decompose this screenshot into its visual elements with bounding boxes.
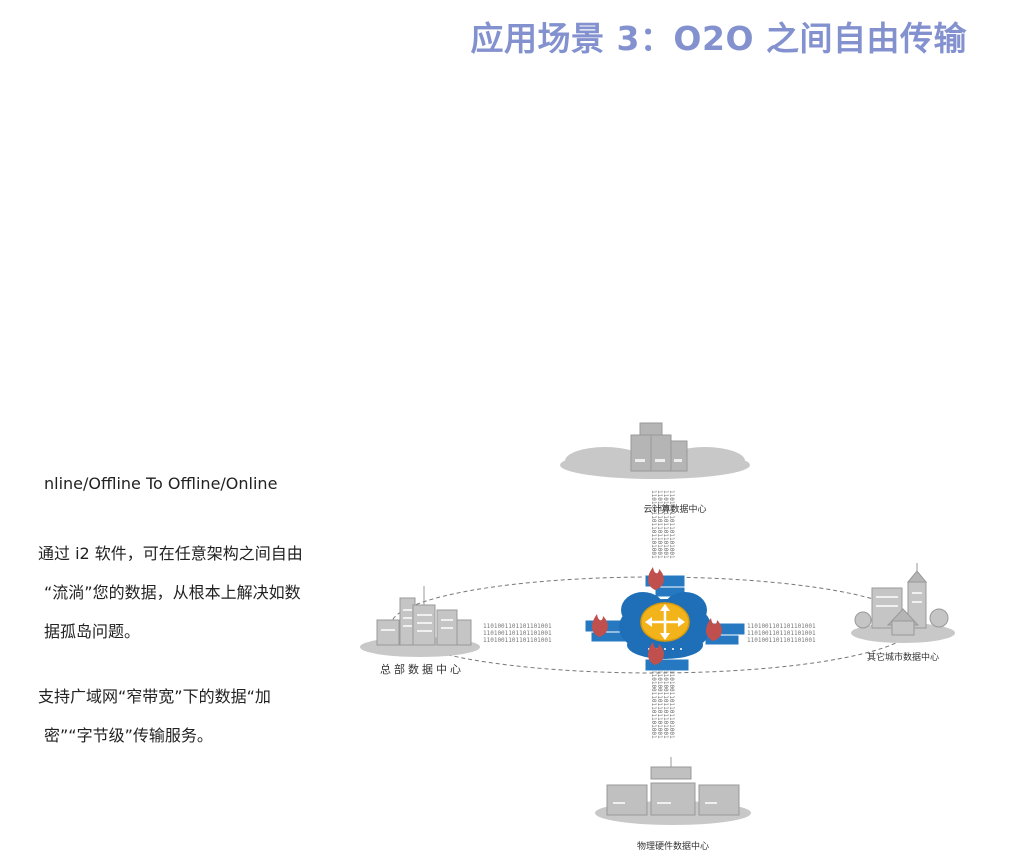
cloud-datacenter-label: 云计算数据中心 <box>643 503 706 515</box>
binary-stream-left: 1101001101101101001 1101001101101101001 … <box>483 623 552 644</box>
hardware-datacenter-node: 物理硬件数据中心 <box>595 757 751 852</box>
router-icon <box>640 602 690 642</box>
svg-text:1101001101101101001: 1101001101101101001 <box>668 490 675 559</box>
paragraph-2-line-2: 密”“字节级”传输服务。 <box>44 726 213 745</box>
svg-text:1101001101101101001: 1101001101101101001 <box>747 623 816 630</box>
cloud-datacenter-node: 云计算数据中心 <box>560 422 750 515</box>
fire-icon <box>592 567 722 665</box>
subtitle-line: nline/Offline To Offline/Online <box>44 474 278 493</box>
svg-text:1101001101101101001: 1101001101101101001 <box>483 630 552 637</box>
town-icon <box>854 563 949 636</box>
city-datacenter-node: 其它城市数据中心 <box>851 563 955 663</box>
hardware-datacenter-label: 物理硬件数据中心 <box>637 840 709 852</box>
network-diagram: 1101001101101101001 1101001101101101001 … <box>360 422 955 852</box>
city-datacenter-label: 其它城市数据中心 <box>867 651 939 663</box>
svg-text:1101001101101101001: 1101001101101101001 <box>662 670 669 739</box>
server-rack-icon <box>630 422 688 472</box>
paragraph-1-line-2: “流淌”您的数据，从根本上解决如数 <box>44 583 301 602</box>
binary-stream-bottom: 1101001101101101001 1101001101101101001 … <box>650 670 675 739</box>
paragraph-2-line-1: 支持广域网“窄带宽”下的数据“加 <box>38 687 271 706</box>
building-icon <box>376 586 472 646</box>
svg-text:1101001101101101001: 1101001101101101001 <box>650 670 657 739</box>
svg-text:1101001101101101001: 1101001101101101001 <box>747 630 816 637</box>
svg-text:1101001101101101001: 1101001101101101001 <box>662 490 669 559</box>
svg-text:1101001101101101001: 1101001101101101001 <box>483 637 552 644</box>
central-hub <box>584 567 746 672</box>
svg-text:1101001101101101001: 1101001101101101001 <box>483 623 552 630</box>
binary-stream-top: 1101001101101101001 1101001101101101001 … <box>650 490 675 559</box>
svg-text:1101001101101101001: 1101001101101101001 <box>656 490 663 559</box>
page-title: 应用场景 3：O2O 之间自由传输 <box>470 19 967 58</box>
binary-stream-right: 1101001101101101001 1101001101101101001 … <box>747 623 816 644</box>
svg-text:1101001101101101001: 1101001101101101001 <box>656 670 663 739</box>
hq-datacenter-node: 总部数据中心 <box>360 586 480 676</box>
svg-text:1101001101101101001: 1101001101101101001 <box>747 637 816 644</box>
svg-text:1101001101101101001: 1101001101101101001 <box>668 670 675 739</box>
server-stack-icon <box>606 757 740 816</box>
paragraph-1-line-1: 通过 i2 软件，可在任意架构之间自由 <box>38 544 303 563</box>
paragraph-1-line-3: 据孤岛问题。 <box>44 622 141 641</box>
hq-datacenter-label: 总部数据中心 <box>380 662 464 676</box>
svg-text:1101001101101101001: 1101001101101101001 <box>650 490 657 559</box>
